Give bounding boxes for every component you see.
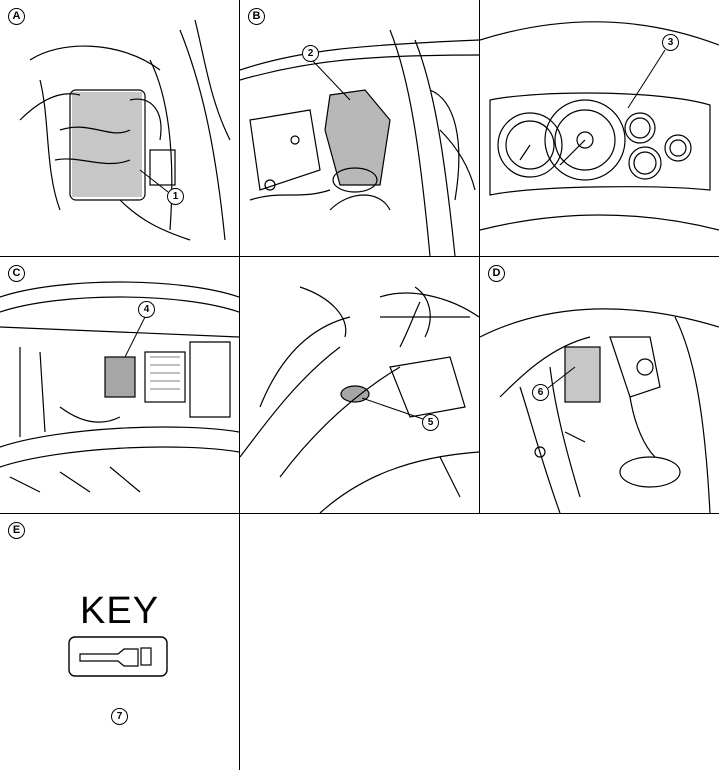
panel-b: B 2 [240, 0, 479, 256]
callout-4: 4 [138, 301, 155, 318]
panel-e-letter: E [8, 522, 25, 539]
panel-d-letter: D [488, 265, 505, 282]
key-icon [68, 636, 168, 677]
divider-h1 [0, 256, 719, 257]
panel-c: C 4 [0, 257, 239, 513]
panel-a: A 1 [0, 0, 239, 256]
panel-d: D 6 [480, 257, 719, 513]
panel-a-letter: A [8, 8, 25, 25]
panel-b-letter: B [248, 8, 265, 25]
callout-1: 1 [167, 188, 184, 205]
panel-3-illustration [480, 21, 719, 231]
panel-instrument-cluster: 3 [480, 0, 719, 256]
callout-7: 7 [111, 708, 128, 725]
callout-3: 3 [662, 34, 679, 51]
panel-a-illustration [19, 19, 231, 241]
panel-c-illustration [0, 281, 239, 493]
panel-5-illustration [240, 286, 479, 513]
divider-h2 [0, 513, 719, 514]
callout-6: 6 [532, 384, 549, 401]
callout-2: 2 [302, 45, 319, 62]
callout-5: 5 [422, 414, 439, 431]
divider-v1 [239, 0, 240, 770]
panel-e: E KEY 7 [0, 514, 239, 770]
panel-b-illustration [240, 29, 479, 256]
panel-c-letter: C [8, 265, 25, 282]
panel-console: 5 [240, 257, 479, 513]
panel-d-illustration [480, 308, 719, 513]
key-label: KEY [80, 590, 160, 632]
